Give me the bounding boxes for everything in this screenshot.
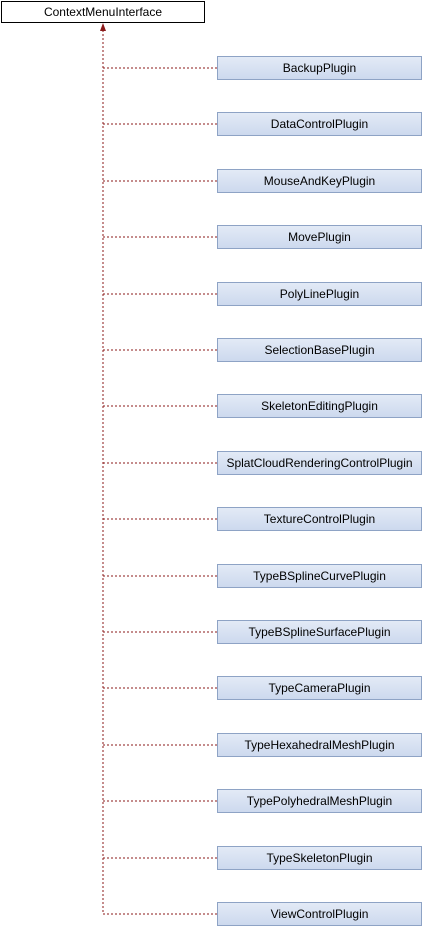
- arrow-head-icon: [100, 23, 106, 31]
- derived-class-node[interactable]: TypeBSplineSurfacePlugin: [217, 620, 422, 644]
- derived-class-node[interactable]: TypeCameraPlugin: [217, 676, 422, 700]
- derived-class-node[interactable]: BackupPlugin: [217, 56, 422, 80]
- base-class-node: ContextMenuInterface: [1, 1, 205, 23]
- derived-class-node[interactable]: MouseAndKeyPlugin: [217, 169, 422, 193]
- derived-class-node[interactable]: SkeletonEditingPlugin: [217, 394, 422, 418]
- derived-class-node[interactable]: TypePolyhedralMeshPlugin: [217, 789, 422, 813]
- derived-class-node[interactable]: SelectionBasePlugin: [217, 338, 422, 362]
- derived-class-node[interactable]: PolyLinePlugin: [217, 282, 422, 306]
- derived-class-node[interactable]: SplatCloudRenderingControlPlugin: [217, 451, 422, 475]
- derived-class-node[interactable]: TypeSkeletonPlugin: [217, 846, 422, 870]
- derived-class-node[interactable]: TextureControlPlugin: [217, 507, 422, 531]
- derived-class-node[interactable]: DataControlPlugin: [217, 112, 422, 136]
- derived-class-node[interactable]: TypeHexahedralMeshPlugin: [217, 733, 422, 757]
- derived-class-node[interactable]: TypeBSplineCurvePlugin: [217, 564, 422, 588]
- derived-class-node[interactable]: ViewControlPlugin: [217, 902, 422, 926]
- derived-class-node[interactable]: MovePlugin: [217, 225, 422, 249]
